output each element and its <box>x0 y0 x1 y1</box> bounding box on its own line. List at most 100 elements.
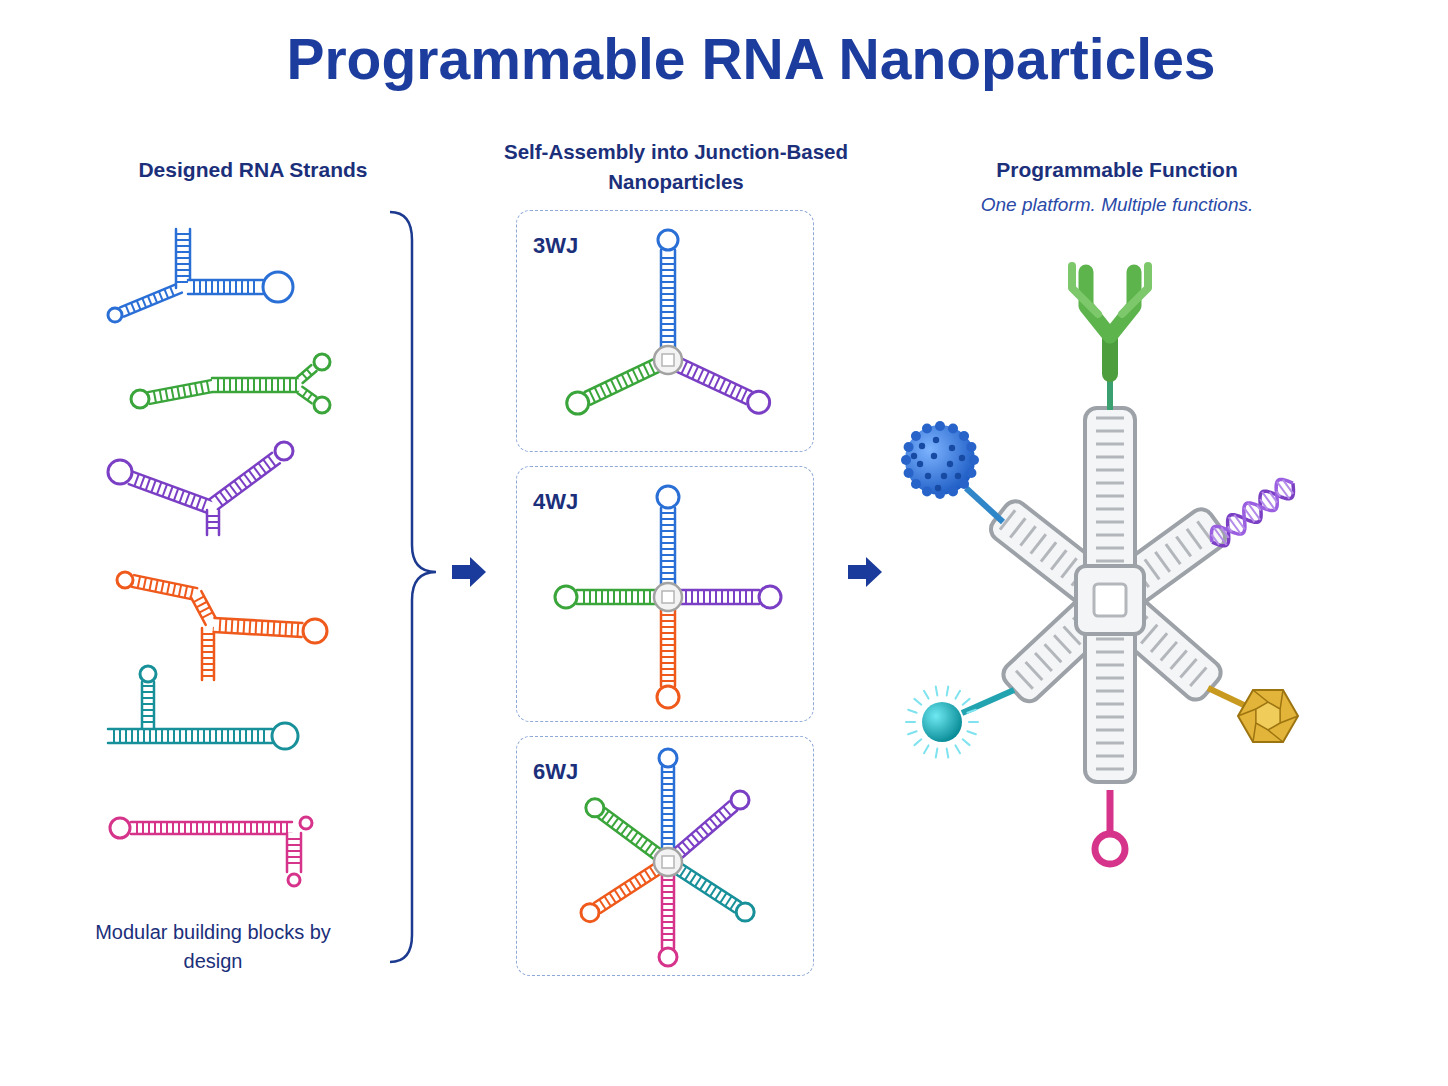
glow-ray <box>906 721 915 723</box>
base-pair <box>1096 534 1124 537</box>
base-pair <box>661 680 675 682</box>
base-pair <box>661 269 675 271</box>
base-pair <box>745 590 747 604</box>
helix-body <box>212 378 300 392</box>
hairpin-loop <box>759 586 781 608</box>
hairpin-loop <box>555 586 577 608</box>
base-pair <box>1096 508 1124 511</box>
base-pair <box>611 380 617 393</box>
base-pair <box>241 280 243 294</box>
base-pair <box>176 281 190 283</box>
helix-body <box>594 864 661 913</box>
hairpin-loop <box>748 391 770 413</box>
base-pair <box>661 293 675 295</box>
base-pair <box>661 668 675 670</box>
base-pair <box>161 581 163 593</box>
protein-bump <box>966 468 976 478</box>
helix-base-pair <box>1276 491 1280 497</box>
helix-backbone <box>212 391 300 394</box>
base-pair <box>155 729 157 743</box>
base-pair <box>160 822 162 834</box>
base-pair <box>234 481 242 491</box>
base-pair <box>1020 526 1035 545</box>
base-pair <box>191 729 193 743</box>
base-pair <box>176 233 190 235</box>
base-pair <box>207 521 219 523</box>
base-pair <box>661 305 675 307</box>
base-pair <box>140 476 144 488</box>
base-pair <box>662 831 674 833</box>
base-pair <box>583 590 585 604</box>
base-pair <box>131 729 133 743</box>
base-pair <box>235 378 237 392</box>
rna-helix <box>202 628 214 680</box>
base-pair <box>661 530 675 532</box>
base-pair <box>1096 651 1124 654</box>
rna-helix <box>287 833 301 872</box>
base-pair <box>185 729 187 743</box>
base-pair <box>201 382 203 394</box>
base-pair <box>645 843 652 853</box>
base-pair <box>661 620 675 622</box>
drug-polyhedron <box>1256 702 1280 730</box>
base-pair <box>661 566 675 568</box>
base-pair <box>692 366 698 379</box>
base-pair <box>173 729 175 743</box>
protein-sphere <box>905 425 975 495</box>
helix-body <box>108 729 272 743</box>
base-pair <box>1155 552 1169 572</box>
rna-helix <box>594 864 661 913</box>
protein-dot <box>919 443 925 449</box>
base-pair <box>662 807 674 809</box>
base-pair <box>662 933 674 935</box>
helix-backbone <box>201 628 204 680</box>
base-pair <box>287 850 301 852</box>
column-subtitle: One platform. Multiple functions. <box>927 192 1307 218</box>
hairpin-loop <box>659 749 677 767</box>
base-pair <box>1096 677 1124 680</box>
base-pair <box>599 899 606 909</box>
base-pair <box>202 633 214 635</box>
base-pair <box>195 383 197 395</box>
base-pair <box>589 590 591 604</box>
base-pair <box>1031 534 1046 553</box>
base-pair <box>220 492 228 502</box>
helix-base-pair <box>1260 499 1268 509</box>
base-pair <box>185 586 187 598</box>
base-pair <box>1096 469 1124 472</box>
base-pair <box>661 257 675 259</box>
glow-ray <box>936 687 938 696</box>
helix-body <box>188 280 263 294</box>
base-pair <box>225 488 233 498</box>
junction-core <box>662 591 674 603</box>
helix-body <box>191 591 217 625</box>
base-pair <box>661 542 675 544</box>
base-pair <box>661 524 675 526</box>
helix-body <box>661 508 675 585</box>
base-pair <box>237 619 240 633</box>
polyhedron-edge <box>1280 716 1298 723</box>
protein-dot <box>925 473 931 479</box>
base-pair <box>287 838 301 840</box>
base-pair <box>143 729 145 743</box>
base-pair <box>690 873 697 883</box>
hairpin-loop <box>108 308 122 322</box>
base-pair <box>179 729 181 743</box>
protein-dot <box>931 453 937 459</box>
base-pair <box>595 590 597 604</box>
base-pair <box>159 291 163 300</box>
helix-backbone <box>681 864 741 903</box>
base-pair <box>714 814 722 823</box>
base-pair <box>142 691 154 693</box>
base-pair <box>687 838 695 847</box>
base-pair <box>1096 560 1124 563</box>
base-pair <box>142 721 154 723</box>
base-pair <box>243 620 246 634</box>
base-pair <box>271 378 273 392</box>
base-pair <box>751 590 753 604</box>
base-pair <box>613 590 615 604</box>
base-pair <box>638 367 644 380</box>
base-pair <box>640 873 647 883</box>
base-pair <box>661 626 675 628</box>
base-pair <box>637 590 639 604</box>
